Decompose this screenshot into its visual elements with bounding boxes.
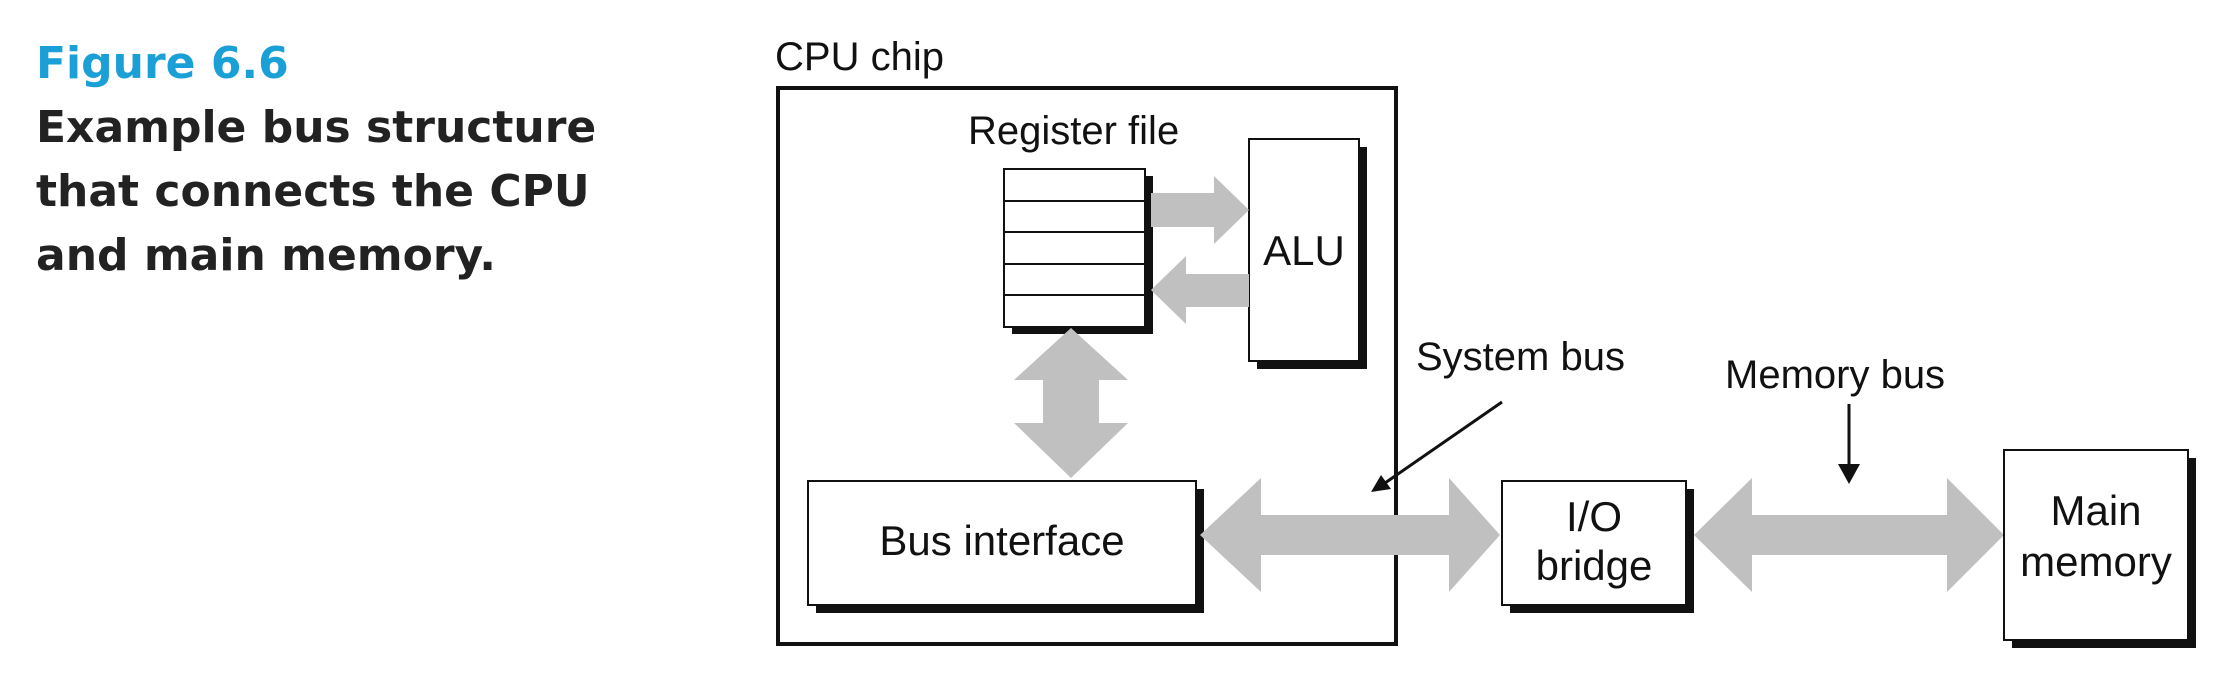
main-memory-box	[2003, 449, 2189, 641]
system-bus-pointer-line	[1384, 400, 1503, 485]
arrow-regfile-bus-interface	[1014, 328, 1128, 478]
register-file-label: Register file	[968, 109, 1179, 153]
io-bridge-label-line-1: I/O	[1566, 493, 1622, 540]
alu-box	[1248, 138, 1360, 362]
io-bridge-label-line-2: bridge	[1536, 542, 1653, 589]
alu: ALU	[1248, 138, 1367, 369]
figure-label: Figure 6.6	[36, 38, 289, 89]
figure-title: Example bus structure that connects the …	[36, 96, 676, 288]
register-file	[1003, 168, 1153, 334]
cpu-chip-label: CPU chip	[775, 35, 944, 79]
arrow-regfile-to-alu	[1151, 176, 1249, 244]
main-memory: Main memory	[2003, 449, 2196, 648]
cpu-chip-box	[776, 86, 1398, 646]
system-bus-arrow	[1200, 478, 1500, 592]
bus-interface-label: Bus interface	[879, 517, 1124, 564]
memory-bus-arrow	[1694, 478, 2004, 592]
system-bus-label: System bus	[1416, 335, 1625, 379]
memory-bus-label: Memory bus	[1725, 353, 1945, 397]
alu-label: ALU	[1263, 227, 1345, 274]
figure-caption: Figure 6.6 Example bus structure that co…	[36, 36, 676, 288]
main-memory-label-line-1: Main	[2050, 487, 2141, 534]
main-memory-label-line-2: memory	[2020, 538, 2172, 585]
figure-title-line-2: that connects the CPU	[36, 166, 590, 217]
system-bus-pointer-head	[1371, 475, 1391, 492]
io-bridge-box	[1501, 480, 1687, 606]
register-file-body	[1003, 168, 1146, 328]
figure-title-line-1: Example bus structure	[36, 102, 597, 153]
arrow-alu-to-regfile	[1151, 256, 1249, 324]
io-bridge: I/O bridge	[1501, 480, 1694, 613]
bus-interface: Bus interface	[807, 480, 1204, 613]
figure-title-line-3: and main memory.	[36, 230, 496, 281]
bus-interface-box	[807, 480, 1197, 606]
memory-bus-pointer-head	[1838, 464, 1860, 484]
